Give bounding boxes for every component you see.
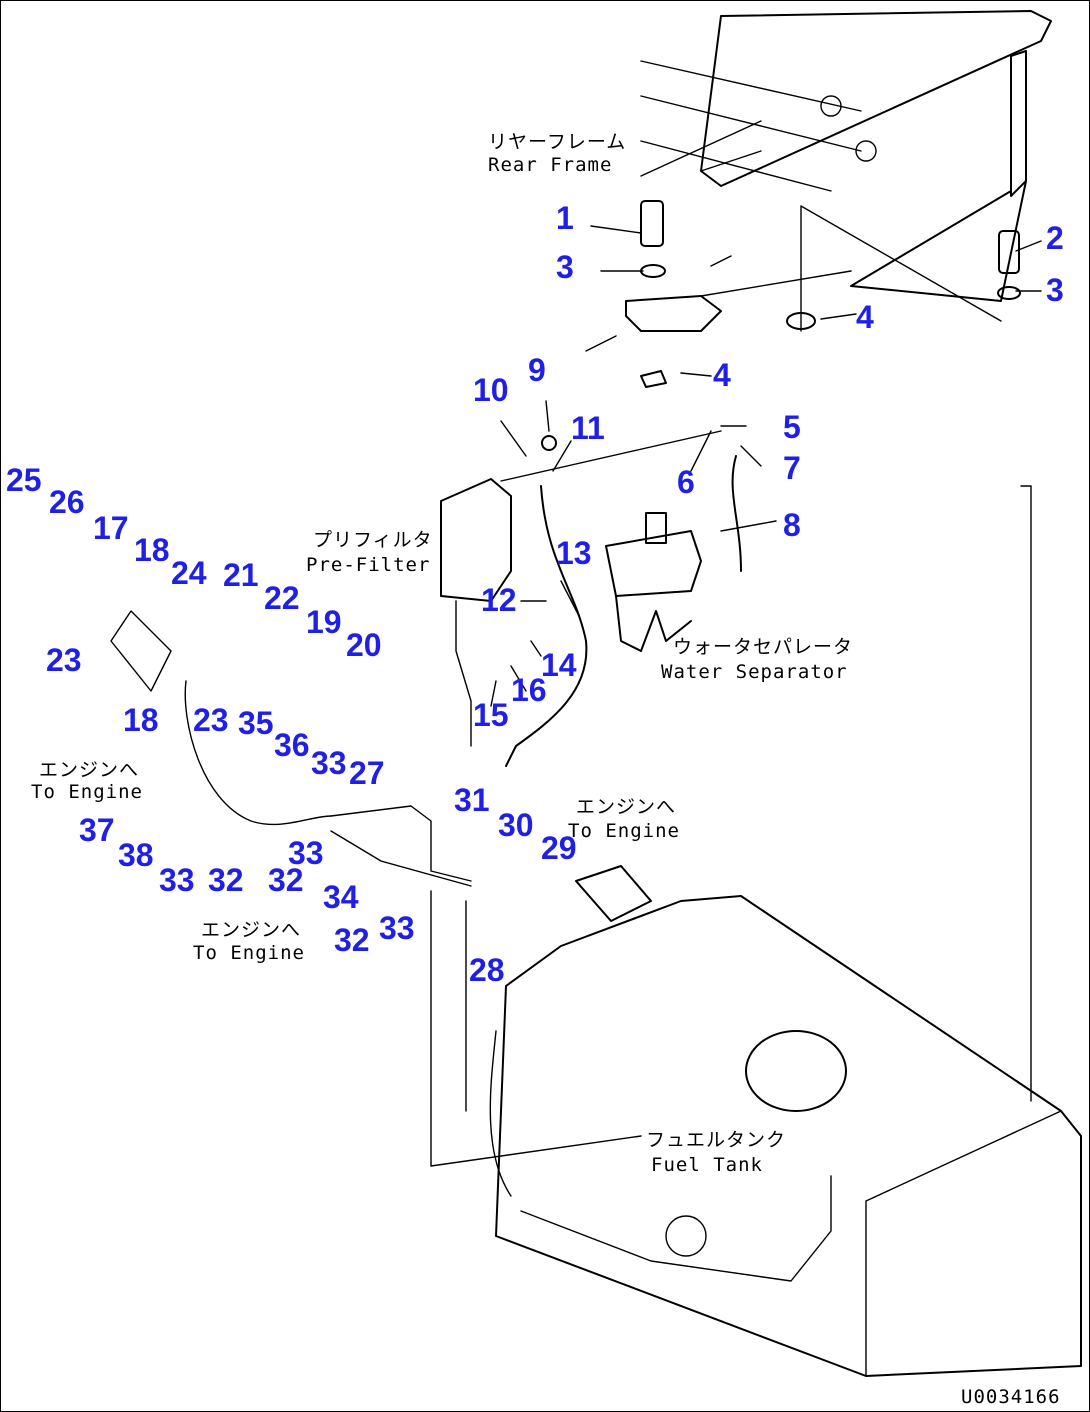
callout-20: 20 xyxy=(346,627,382,663)
callout-33d: 33 xyxy=(288,835,324,871)
callout-26: 26 xyxy=(49,484,85,520)
hose-drawing xyxy=(110,455,742,887)
callout-27: 27 xyxy=(349,755,385,791)
callout-21: 21 xyxy=(223,557,259,593)
callout-33: 33 xyxy=(311,745,347,781)
drawing-code: U0034166 xyxy=(961,1386,1061,1408)
callout-10: 10 xyxy=(473,372,509,408)
label-prefilter-en: Pre-Filter xyxy=(306,554,430,576)
label-to-engine-1-jp: エンジンへ xyxy=(39,759,139,781)
label-to-engine-2-en: To Engine xyxy=(568,820,680,842)
callout-15: 15 xyxy=(473,697,509,733)
callout-31: 31 xyxy=(454,782,490,818)
bracket-assembly-drawing xyxy=(585,200,1021,388)
water-separator-drawing xyxy=(605,512,702,652)
callout-35: 35 xyxy=(238,705,274,741)
fuel-tank-drawing xyxy=(430,865,1082,1377)
callout-32c: 32 xyxy=(334,922,370,958)
callout-4: 4 xyxy=(856,299,874,335)
callout-19: 19 xyxy=(306,604,342,640)
callout-7: 7 xyxy=(783,450,801,486)
callout-5: 5 xyxy=(783,409,801,445)
callout-18: 18 xyxy=(134,532,170,568)
callout-12: 12 xyxy=(481,582,517,618)
label-fuel-tank-jp: フュエルタンク xyxy=(646,1129,786,1151)
label-to-engine-3-jp: エンジンへ xyxy=(201,919,301,941)
callout-25: 25 xyxy=(6,462,42,498)
label-to-engine-1-en: To Engine xyxy=(31,781,143,803)
callout-33c: 33 xyxy=(379,910,415,946)
label-rear-frame-en: Rear Frame xyxy=(488,154,612,176)
rear-frame-drawing xyxy=(640,10,1052,332)
callout-32: 32 xyxy=(208,862,244,898)
callout-4b: 4 xyxy=(713,357,731,393)
callout-17: 17 xyxy=(93,510,129,546)
callout-2: 2 xyxy=(1046,220,1064,256)
callout-29: 29 xyxy=(541,830,577,866)
callout-22: 22 xyxy=(264,580,300,616)
label-prefilter-jp: プリフィルタ xyxy=(313,529,433,551)
callout-23: 23 xyxy=(46,642,82,678)
prefilter-drawing xyxy=(440,430,722,747)
callout-36: 36 xyxy=(274,727,310,763)
label-water-separator-jp: ウォータセパレータ xyxy=(673,636,853,658)
label-to-engine-2-jp: エンジンへ xyxy=(576,796,676,818)
callout-37: 37 xyxy=(79,812,115,848)
callout-11: 11 xyxy=(571,410,605,446)
callout-34: 34 xyxy=(323,879,359,915)
callout-13: 13 xyxy=(556,535,592,571)
label-water-separator-en: Water Separator xyxy=(661,661,848,683)
callout-18b: 18 xyxy=(123,702,159,738)
leader-lines xyxy=(490,225,1042,1102)
label-rear-frame-jp: リヤーフレーム xyxy=(488,131,626,153)
callout-3: 3 xyxy=(556,249,574,285)
callout-32b: 32 xyxy=(268,862,304,898)
label-to-engine-3-en: To Engine xyxy=(193,942,305,964)
callout-6: 6 xyxy=(677,464,695,500)
callout-24: 24 xyxy=(171,555,207,591)
callout-1: 1 xyxy=(556,200,574,236)
callout-38: 38 xyxy=(118,837,154,873)
label-fuel-tank-en: Fuel Tank xyxy=(651,1154,763,1176)
callout-23b: 23 xyxy=(193,702,229,738)
callout-28: 28 xyxy=(469,952,505,988)
callout-9: 9 xyxy=(528,352,546,388)
callout-30: 30 xyxy=(498,807,534,843)
callout-16: 16 xyxy=(511,672,547,708)
callout-3b: 3 xyxy=(1046,272,1064,308)
callout-8: 8 xyxy=(783,507,801,543)
callout-33b: 33 xyxy=(159,862,195,898)
callout-14: 14 xyxy=(541,647,577,683)
callouts: 1 2 3 3 4 4 5 6 7 8 9 10 11 12 13 14 15 … xyxy=(6,200,1064,988)
